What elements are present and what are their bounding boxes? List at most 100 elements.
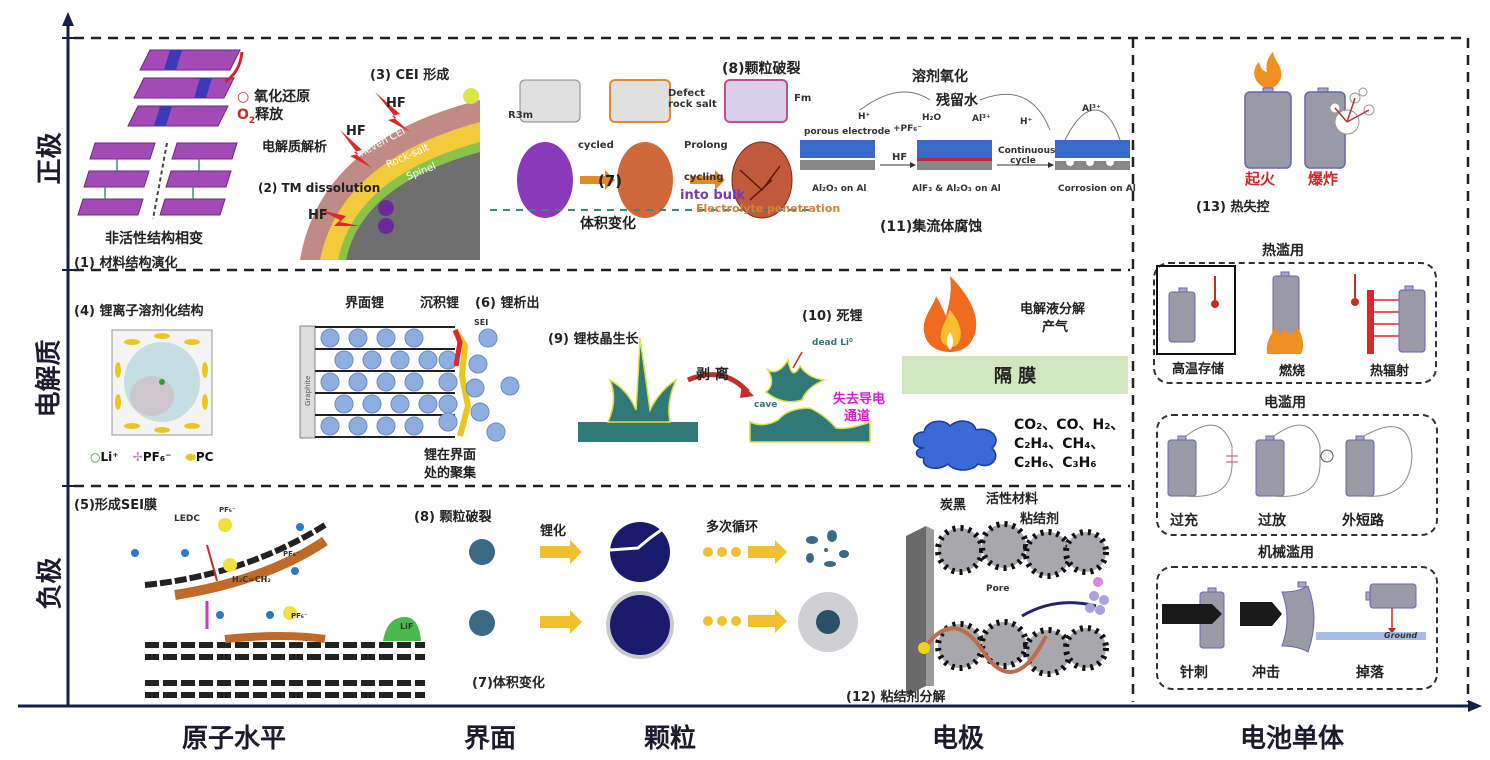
dendrite-shape bbox=[606, 337, 678, 423]
continuous-cycle-label: Continuous cycle bbox=[998, 146, 1056, 166]
mechanical-item-1: 针刺 bbox=[1180, 665, 1208, 681]
lif-blob bbox=[383, 617, 421, 641]
hf-label-2: HF bbox=[346, 124, 366, 139]
deposited-li-label: 沉积锂 bbox=[420, 296, 460, 311]
cei-particle-diagram: Uneven CEI Rock-salt Spinel bbox=[300, 88, 480, 260]
y-label-electrolyte: 电解质 bbox=[34, 339, 65, 418]
multi-cycle-label: 多次循环 bbox=[706, 520, 759, 535]
material-evolution-title: (1) 材料结构演化 bbox=[74, 256, 178, 271]
lost-path-label-2: 通道 bbox=[844, 409, 871, 424]
electrical-abuse-title: 电滥用 bbox=[1264, 395, 1306, 411]
pore-label: Pore bbox=[986, 584, 1010, 594]
thermal-item-2: 燃烧 bbox=[1279, 364, 1306, 379]
h-plus-label-1: H⁺ bbox=[858, 112, 871, 122]
li-ions-free bbox=[465, 328, 520, 442]
anode-particle-sequence bbox=[469, 522, 858, 659]
battery-storage bbox=[1168, 291, 1196, 343]
fire-label: 起火 bbox=[1245, 170, 1276, 188]
fire-icon bbox=[1254, 52, 1282, 88]
thermal-abuse-title: 热滥用 bbox=[1262, 243, 1304, 259]
pf6-label: +PF₆⁻ bbox=[893, 124, 922, 134]
heat-plate bbox=[1367, 290, 1374, 354]
fire-icon-2 bbox=[1266, 326, 1304, 354]
ledc-label: LEDC bbox=[174, 514, 200, 524]
x-label-atomic: 原子水平 bbox=[182, 724, 287, 754]
binder-label: 粘结剂 bbox=[1020, 512, 1060, 527]
prolong-label: Prolong bbox=[684, 140, 728, 151]
lightbulb-icon bbox=[1320, 449, 1334, 463]
pf6-anode-label-2: PF₆⁻ bbox=[283, 550, 300, 558]
pf6-anode-label-1: PF₆⁻ bbox=[219, 506, 236, 514]
battery-short-circuit bbox=[1345, 435, 1375, 497]
stage-label-3: Corrosion on Al bbox=[1058, 184, 1136, 194]
thermal-item-1: 高温存储 bbox=[1172, 362, 1225, 377]
x-axis-arrow bbox=[1468, 700, 1482, 712]
shrunk-core bbox=[816, 610, 840, 634]
o2-release-label: O2释放 bbox=[237, 107, 284, 126]
electrode-stage-2 bbox=[917, 140, 992, 170]
electrical-item-2: 过放 bbox=[1258, 513, 1286, 529]
al3-label-1: Al³⁺ bbox=[972, 114, 991, 124]
volume-change-label: 体积变化 bbox=[580, 216, 636, 232]
current-collector-title: (11)集流体腐蚀 bbox=[880, 219, 983, 235]
ethylene-label: H₂C=CH₂ bbox=[232, 575, 271, 584]
redox-label: ○ 氧化还原 bbox=[237, 89, 311, 105]
hf-label-3: HF bbox=[308, 208, 328, 223]
residual-water-label: 残留水 bbox=[936, 93, 978, 109]
thermal-abuse-box bbox=[1153, 262, 1437, 384]
thermal-runaway-batteries bbox=[1244, 52, 1375, 169]
x-label-cell: 电池单体 bbox=[1240, 724, 1345, 754]
cracked-lithiated-particle bbox=[610, 522, 670, 582]
phase-change-label: 非活性结构相变 bbox=[105, 231, 203, 247]
small-particle-2 bbox=[469, 610, 495, 636]
battery-overcharge bbox=[1167, 435, 1197, 497]
dendrite-diagram bbox=[578, 337, 871, 443]
electrical-item-3: 外短路 bbox=[1342, 513, 1384, 529]
fm-label: Fm bbox=[794, 93, 812, 104]
hf-cc-label: HF bbox=[892, 152, 908, 163]
legend-pc: PC bbox=[195, 450, 214, 464]
gas-list-1: CO₂、CO、H₂、 bbox=[1014, 417, 1125, 433]
oven-box bbox=[1156, 265, 1236, 355]
flame-icon bbox=[923, 276, 977, 352]
lost-path-label-1: 失去导电 bbox=[833, 392, 886, 407]
lithiation-label: 锂化 bbox=[540, 524, 567, 539]
separator: 隔 膜 bbox=[902, 356, 1128, 394]
hf-bolt-1 bbox=[375, 92, 410, 132]
sei-formation-diagram bbox=[131, 518, 425, 698]
expanded-particle bbox=[610, 595, 670, 655]
lithium-plating-diagram: Graphite bbox=[299, 325, 520, 442]
electrode-binder-diagram bbox=[906, 521, 1109, 696]
hf-bolt-3 bbox=[320, 210, 360, 226]
ground-plane bbox=[1316, 632, 1426, 640]
cycled-particle bbox=[617, 142, 673, 218]
solvation-structure bbox=[111, 329, 213, 436]
legend-li: Li⁺ bbox=[100, 450, 119, 464]
carbon-black-label: 炭黑 bbox=[940, 498, 967, 513]
x-label-electrode: 电极 bbox=[932, 724, 985, 754]
graphite-label: Graphite bbox=[304, 376, 312, 406]
solvation-legend: ○Li⁺ ✢PF₆⁻ ⬬PC bbox=[90, 450, 214, 464]
anode-sei-title: (5)形成SEI膜 bbox=[74, 498, 158, 513]
accumulation-label-2: 处的聚集 bbox=[424, 466, 477, 481]
battery-fire bbox=[1244, 91, 1292, 169]
r3m-label-1: R3m bbox=[508, 110, 534, 121]
impactor-icon bbox=[1240, 602, 1282, 626]
cave-label: cave bbox=[754, 400, 778, 410]
dendrite-title: (9) 锂枝晶生长 bbox=[548, 332, 639, 347]
ground-label: Ground bbox=[1384, 631, 1418, 640]
electrolyte-penetration-label: Electrolyte penetration bbox=[696, 202, 841, 215]
battery-radiation bbox=[1398, 289, 1426, 353]
current-collector-diagram bbox=[800, 91, 1130, 170]
nail-icon bbox=[1162, 604, 1222, 624]
cathode-crack-title: (8)颗粒破裂 bbox=[722, 61, 801, 77]
battery-deformed bbox=[1281, 585, 1315, 653]
explosion-label: 爆炸 bbox=[1308, 170, 1339, 188]
cycling-label: cycling bbox=[684, 172, 724, 183]
electrical-abuse-box bbox=[1156, 414, 1438, 536]
layered-structure-top bbox=[127, 49, 244, 127]
electrical-item-1: 过充 bbox=[1170, 513, 1198, 529]
y-label-cathode: 正极 bbox=[35, 132, 66, 185]
h-plus-label-2: H⁺ bbox=[1020, 117, 1033, 127]
battery-drop bbox=[1369, 583, 1417, 609]
